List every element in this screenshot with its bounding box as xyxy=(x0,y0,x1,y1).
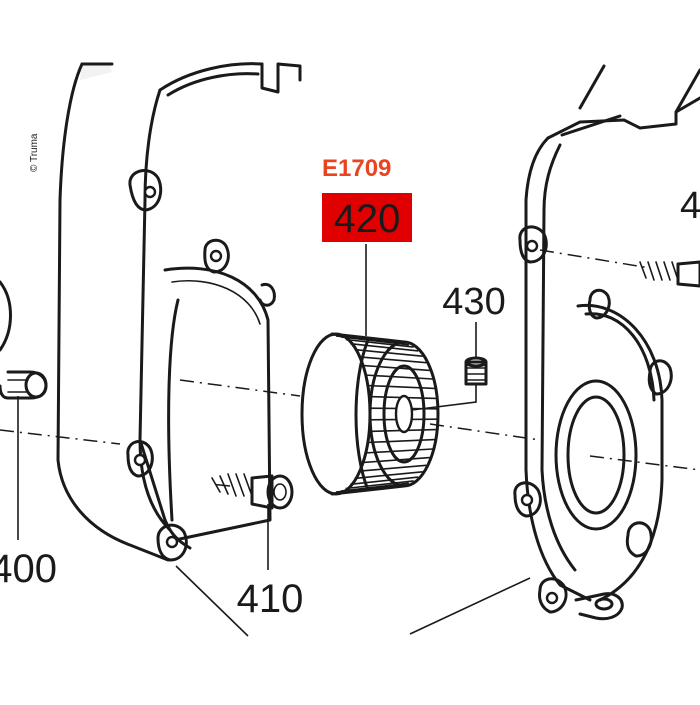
part-partial-number: 4 xyxy=(680,185,700,227)
fan-blade xyxy=(358,356,427,364)
fan-blade xyxy=(361,364,430,372)
fan-blade xyxy=(350,342,419,352)
screw-410 xyxy=(211,473,294,510)
screw-400 xyxy=(0,370,48,400)
assembly-axis xyxy=(0,249,700,487)
fan-blade xyxy=(354,471,423,480)
copyright-notice: © Truma xyxy=(29,133,40,172)
part-420-highlight-box xyxy=(322,193,412,242)
part-430-number: 430 xyxy=(442,281,505,323)
fan-blade xyxy=(366,384,435,390)
fan-wheel-420 xyxy=(300,332,440,496)
fan-blade xyxy=(335,483,405,493)
right-housing xyxy=(513,64,700,621)
part-410-number: 410 xyxy=(237,577,304,621)
fan-blade xyxy=(345,480,414,490)
fan-blade xyxy=(350,476,419,486)
part-420-number: 420 xyxy=(334,197,401,241)
fan-blade xyxy=(364,374,433,380)
leader-lines xyxy=(17,244,531,637)
screw-430 xyxy=(464,356,488,386)
fan-blade xyxy=(366,438,435,444)
fan-blade xyxy=(354,348,423,357)
fan-blade xyxy=(345,338,414,348)
fan-center-ring xyxy=(354,338,370,492)
part-400-number: 400 xyxy=(0,547,57,591)
left-edge-part xyxy=(0,280,12,352)
screw-right-partial xyxy=(639,260,700,288)
highlight-code: E1709 xyxy=(322,155,391,182)
fan-blade xyxy=(358,464,427,472)
fan-blade xyxy=(361,456,430,464)
left-housing xyxy=(56,62,302,562)
fan-blade xyxy=(340,336,409,346)
fan-blade xyxy=(364,448,433,454)
